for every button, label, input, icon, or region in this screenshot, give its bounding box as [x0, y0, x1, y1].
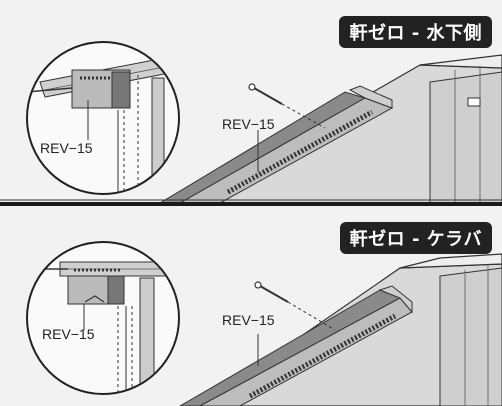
panel-eaves-lower-side: 軒ゼロ - 水下側 REV−15 REV−15 [0, 16, 502, 203]
panel-divider [0, 202, 502, 206]
detail-label: REV−15 [40, 140, 93, 156]
detail-magnifier [26, 41, 180, 195]
nail [254, 281, 336, 331]
main-label: REV−15 [222, 116, 275, 132]
panel-title-badge: 軒ゼロ - 水下側 [339, 16, 492, 48]
vent-rail [179, 285, 413, 406]
detail-magnifier [26, 241, 180, 395]
vent-rail [159, 85, 394, 203]
eaves-lower-side-drawing [0, 41, 502, 203]
panel-title-badge: 軒ゼロ - ケラバ [339, 222, 492, 254]
eaves-gable-drawing [26, 241, 502, 406]
detail-label: REV−15 [42, 326, 95, 342]
panel-eaves-gable: 軒ゼロ - ケラバ REV−15 REV−15 [0, 206, 502, 406]
main-label: REV−15 [222, 312, 275, 328]
nail [248, 83, 326, 129]
